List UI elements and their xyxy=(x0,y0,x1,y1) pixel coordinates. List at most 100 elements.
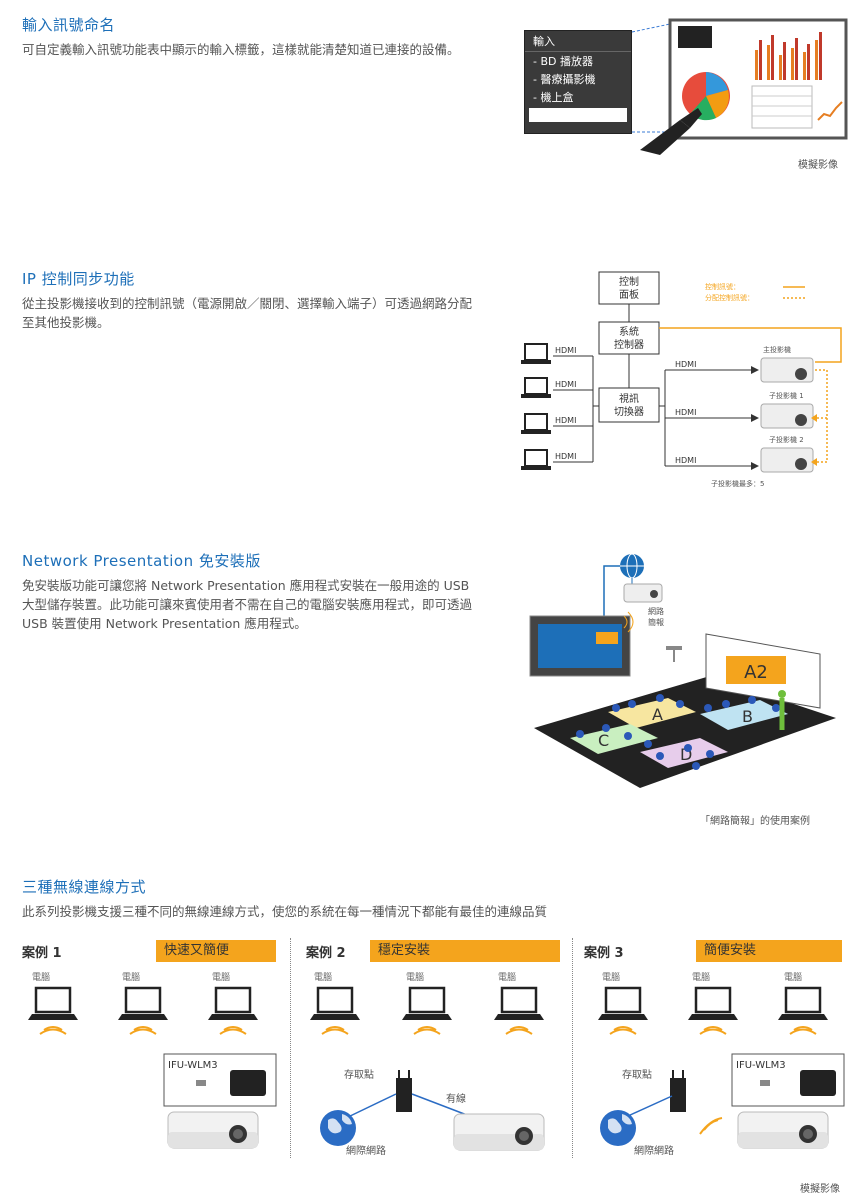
control-panel-box xyxy=(598,271,660,305)
case-divider-1 xyxy=(290,938,291,1158)
control-panel-label-2: 面板 xyxy=(619,288,639,301)
screen-label: A2 xyxy=(744,662,768,683)
wireless-cases-illustration: IFU-WLM3 存取點 有線 網際網路 存取點 網際網路 IFU-WLM3 xyxy=(26,986,845,1157)
section3-caption: 「網路簡報」的使用案例 xyxy=(700,816,810,827)
hand-icon xyxy=(640,120,690,155)
case-2-laptop-icon-1 xyxy=(308,986,362,1036)
projector-icon-sub1 xyxy=(760,403,814,429)
case-1-projector-icon xyxy=(167,1111,259,1149)
case-1-module-small-icon xyxy=(196,1080,206,1086)
sub-projector-2-label: 子投影機 2 xyxy=(769,435,804,444)
section3-desc: 免安裝版功能可讓您將 Network Presentation 應用程式安裝在一… xyxy=(22,578,473,631)
input-menu-item-2: - 醫療攝影機 xyxy=(533,73,596,86)
case-3-router-icon xyxy=(669,1069,687,1113)
section2-desc: 從主投影機接收到的控制訊號（電源開啟／關閉、選擇輸入端子）可透過網路分配至其他投… xyxy=(22,296,473,330)
case-2-pc-label-1: 電腦 xyxy=(314,973,333,983)
case-1-laptop-icon-1 xyxy=(26,986,80,1036)
case-3-pc-label-1: 電腦 xyxy=(602,973,621,983)
hdmi-label-in-2: HDMI xyxy=(555,380,576,389)
globe-icon xyxy=(620,553,644,579)
bar-chart-icon xyxy=(755,32,822,80)
net-label-2: 簡報 xyxy=(648,617,664,627)
case-3-ap-label: 存取點 xyxy=(622,1068,652,1081)
case-1-laptop-icon-3 xyxy=(206,986,260,1036)
section4-desc: 此系列投影機支援三種不同的無線連線方式，使您的系統在每一種情況下都能有最佳的連線… xyxy=(22,904,548,919)
case-1-laptop-icon-2 xyxy=(116,986,170,1036)
video-switcher-label-2: 切換器 xyxy=(614,406,644,418)
case-1-wireless-module-icon xyxy=(230,1070,266,1096)
projector-icon-sub2 xyxy=(760,447,814,473)
case-2-globe-icon xyxy=(320,1110,356,1146)
section1-caption: 模擬影像 xyxy=(798,160,838,171)
laptop-icon-2 xyxy=(521,377,551,398)
case-2-wired-label: 有線 xyxy=(446,1092,466,1105)
laptop-icon-3 xyxy=(521,413,551,434)
case-divider-2 xyxy=(572,938,573,1158)
net-label-1: 網路 xyxy=(648,606,664,616)
touch-screen-illustration xyxy=(631,18,848,155)
sub-projector-1-label: 子投影機 1 xyxy=(769,391,804,400)
case-3-laptop-icon-1 xyxy=(596,986,650,1036)
ip-control-diagram: 控制 面板 系統 控制器 視訊 切換器 控制訊號： 分配控制訊號： HDMI H… xyxy=(521,271,842,488)
section2-title: IP 控制同步功能 xyxy=(22,270,135,288)
case-2-internet-label: 網際網路 xyxy=(346,1144,386,1157)
case-2-tag: 穩定安裝 xyxy=(370,940,560,962)
case-3-pc-label-2: 電腦 xyxy=(692,973,711,983)
case-1-label: 案例 1 xyxy=(22,946,62,961)
main-projector-label: 主投影機 xyxy=(763,345,791,354)
legend-distribution: 分配控制訊號： xyxy=(705,293,754,302)
audience-icons xyxy=(576,694,780,770)
case-2-pc-label-2: 電腦 xyxy=(406,973,425,983)
case-1-pc-label-2: 電腦 xyxy=(122,973,141,983)
legend-control: 控制訊號： xyxy=(705,282,740,291)
case-3-wireless-module-icon xyxy=(800,1070,836,1096)
case-2-pc-label-3: 電腦 xyxy=(498,973,517,983)
input-menu: 輸入 - BD 播放器 - 醫療攝影機 - 機上盒 xyxy=(524,30,632,134)
zone-label-b: B xyxy=(742,707,753,726)
case-2-router-icon xyxy=(395,1069,413,1113)
input-menu-item-3: - 機上盒 xyxy=(533,91,574,104)
system-controller-label-1: 系統 xyxy=(619,325,639,338)
case-2-projector-icon xyxy=(453,1113,545,1151)
section1-title: 輸入訊號命名 xyxy=(22,16,116,34)
hdmi-label-out-1: HDMI xyxy=(675,360,696,369)
case-3-module-small-icon xyxy=(760,1080,770,1086)
input-menu-item-1: - BD 播放器 xyxy=(533,55,593,68)
hdmi-label-out-2: HDMI xyxy=(675,408,696,417)
projector-icon-net xyxy=(623,583,663,603)
case-3-globe-icon xyxy=(600,1110,636,1146)
section4-caption: 模擬影像 xyxy=(800,1184,840,1195)
case-2-ap-label: 存取點 xyxy=(344,1068,374,1081)
case-3-tag: 簡便安裝 xyxy=(696,940,842,962)
hdmi-label-in-4: HDMI xyxy=(555,452,576,461)
input-menu-title: 輸入 xyxy=(525,31,631,52)
hdmi-label-out-3: HDMI xyxy=(675,456,696,465)
laptop-icon-4 xyxy=(521,449,551,470)
section1-desc: 可自定義輸入訊號功能表中顯示的輸入標籤，這樣就能清楚知道已連接的設備。 xyxy=(22,42,460,57)
network-presentation-illustration: 網路 簡報 A2 A B C D xyxy=(529,553,836,788)
input-menu-blank xyxy=(529,108,627,122)
projector-icon-main xyxy=(760,357,814,383)
case-3-module-label: IFU-WLM3 xyxy=(736,1060,786,1071)
section4-title: 三種無線連線方式 xyxy=(22,878,147,896)
laptop-icon-1 xyxy=(521,343,551,364)
laptop-icon-presenter xyxy=(529,615,631,677)
case-3-label: 案例 3 xyxy=(584,946,624,961)
usb-stick-icon xyxy=(596,632,618,644)
max-sub-label: 子投影機最多：5 xyxy=(711,479,764,488)
case-2-label: 案例 2 xyxy=(306,946,346,961)
system-controller-label-2: 控制器 xyxy=(614,338,644,351)
section3-title: Network Presentation 免安裝版 xyxy=(22,552,261,570)
video-switcher-label-1: 視訊 xyxy=(619,392,639,405)
case-3-laptop-icon-3 xyxy=(776,986,830,1036)
case-2-laptop-icon-2 xyxy=(400,986,454,1036)
case-3-pc-label-3: 電腦 xyxy=(784,973,803,983)
zone-label-c: C xyxy=(598,731,609,750)
hdmi-label-in-1: HDMI xyxy=(555,346,576,355)
case-1-pc-label-1: 電腦 xyxy=(32,973,51,983)
system-controller-box xyxy=(598,321,660,355)
case-1-module-label: IFU-WLM3 xyxy=(168,1060,218,1071)
case-1-pc-label-3: 電腦 xyxy=(212,973,231,983)
hdmi-label-in-3: HDMI xyxy=(555,416,576,425)
zone-label-a: A xyxy=(652,705,663,724)
